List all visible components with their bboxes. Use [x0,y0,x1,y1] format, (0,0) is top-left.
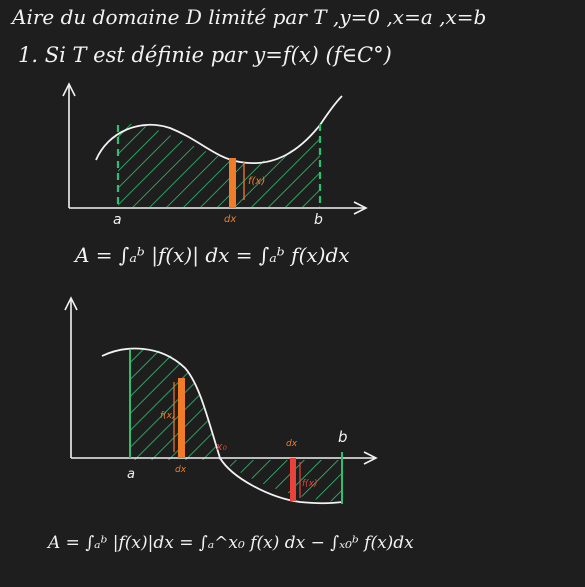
area-hatch-negative [220,460,342,502]
strip-dx-1 [229,158,236,208]
y-axis-arrow-1 [62,82,76,97]
page-title: Aire du domaine D limité par T ,y=0 ,x=a… [10,5,486,29]
area-hatch-positive [130,348,220,460]
label-b-2: b [338,428,348,446]
label-a-1: a [113,212,122,228]
label-fx-2-right: f(x) [302,479,318,489]
x-axis-arrow-2 [363,451,378,465]
strip-dx-2-left [178,378,185,458]
formula-1: A = ∫ₐᵇ |f(x)| dx = ∫ₐᵇ f(x)dx [73,243,350,268]
label-b-1: b [314,212,323,228]
label-fx-2-left: f(x) [160,411,176,421]
label-fx-1: f(x) [248,176,265,187]
label-dx-2-left: dx [175,465,187,475]
y-axis-arrow-2 [64,296,78,311]
case-1-heading: 1. Si T est définie par y=f(x) (f∈C°) [18,43,392,67]
curve-f-2 [101,347,343,505]
x-axis-arrow-1 [353,201,368,215]
label-a-2: a [127,467,135,482]
curve-f-1 [95,95,343,164]
label-dx-2-right: dx [286,439,298,449]
label-dx-1: dx [224,214,236,225]
graph-1: a b dx f(x) A = ∫ₐᵇ |f(x)| dx = ∫ₐᵇ f(x)… [62,82,368,268]
strip-dx-2-right [290,458,296,501]
label-x0: x₀ [215,440,228,453]
formula-2: A = ∫ₐᵇ |f(x)|dx = ∫ₐ^x₀ f(x) dx − ∫ₓ₀ᵇ … [46,533,414,553]
graph-2: a b x₀ dx dx f(x) f(x) A = ∫ₐᵇ |f(x)|dx … [46,296,414,553]
